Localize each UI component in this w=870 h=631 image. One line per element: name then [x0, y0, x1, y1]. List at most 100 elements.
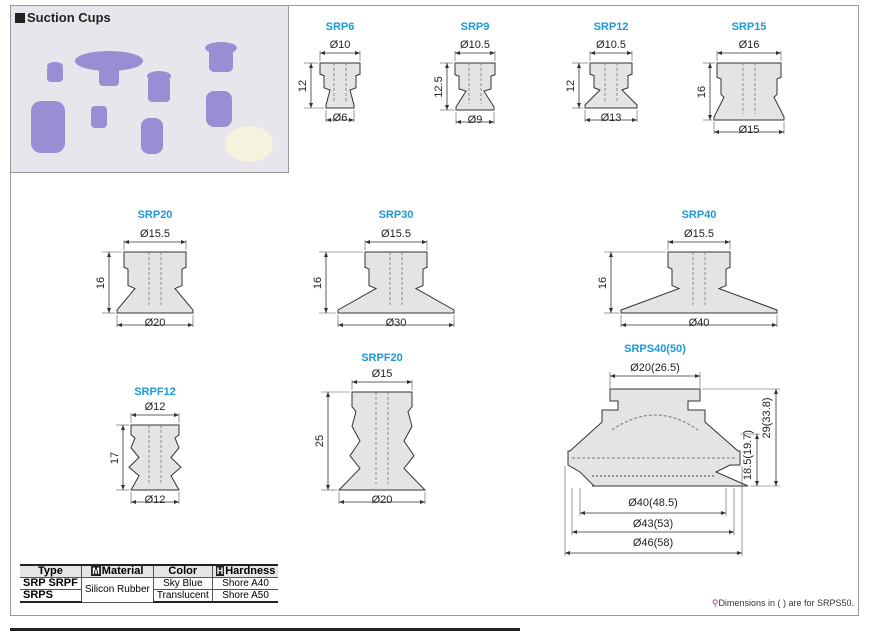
- height-dimension: 18.5(19.7): [742, 429, 754, 481]
- top-diameter: Ø20(26.5): [630, 362, 680, 374]
- height-dimension: 12: [565, 79, 577, 92]
- cup-body: [567, 388, 749, 487]
- arrow: [609, 252, 613, 257]
- height-dimension: 16: [312, 276, 324, 289]
- arrow: [320, 51, 325, 55]
- height-dimension: 12.5: [433, 75, 445, 98]
- bottom-diameter: Ø43(53): [632, 518, 674, 530]
- arrow: [107, 308, 111, 313]
- product-photo: Suction Cups: [10, 5, 289, 173]
- bottom-diameter: Ø15: [738, 124, 760, 136]
- cup-title: SRP6: [325, 21, 355, 33]
- cup-title: SRPF20: [361, 352, 403, 364]
- height-dimension: 17: [109, 451, 121, 464]
- arrow: [609, 308, 613, 313]
- arrow: [772, 323, 777, 327]
- arrow: [309, 63, 313, 68]
- top-diameter: Ø15.5: [381, 228, 411, 240]
- arrow: [121, 425, 125, 430]
- arrow: [490, 51, 495, 55]
- cell-material: Silicon Rubber: [81, 577, 154, 603]
- arrow: [572, 530, 577, 534]
- arrow: [326, 392, 330, 397]
- cell-hardness: Shore A50: [212, 589, 279, 603]
- cup-body: [713, 62, 785, 121]
- arrow: [107, 252, 111, 257]
- arrow: [565, 551, 570, 555]
- arrow: [627, 51, 632, 55]
- table-row: SRPS Translucent Shore A50: [20, 589, 279, 603]
- arrow: [174, 413, 179, 417]
- cup-title: SRP9: [460, 21, 490, 33]
- cup-title: SRP20: [137, 209, 173, 221]
- cup-body: [337, 251, 455, 314]
- arrow: [326, 485, 330, 490]
- cup-title: SRP12: [593, 21, 629, 33]
- table-row: SRP SRPF Silicon Rubber Sky Blue Shore A…: [20, 577, 279, 603]
- arrow: [309, 103, 313, 108]
- height-dimension: 29(33.8): [761, 397, 773, 439]
- cup-title: SRP40: [681, 209, 717, 221]
- arrow: [349, 118, 354, 122]
- cell-type: SRPS: [20, 589, 82, 603]
- arrow: [131, 500, 136, 504]
- height-dimension: 12: [297, 79, 309, 92]
- hidden-line: [611, 414, 699, 431]
- arrow: [489, 120, 494, 124]
- arrow: [776, 51, 781, 55]
- arrow: [585, 118, 590, 122]
- cell-color: Sky Blue: [153, 577, 213, 590]
- cell-type: SRP SRPF: [20, 577, 82, 590]
- arrow: [456, 120, 461, 124]
- arrow: [326, 118, 331, 122]
- arrow: [708, 115, 712, 120]
- arrow: [117, 323, 122, 327]
- cup-body: [337, 391, 427, 491]
- arrow: [737, 551, 742, 555]
- cup-body: [116, 251, 194, 314]
- arrow: [774, 389, 778, 394]
- arrow: [355, 51, 360, 55]
- cup-title: SRPF12: [134, 386, 176, 398]
- top-diameter: Ø16: [738, 39, 760, 51]
- arrow: [717, 51, 722, 55]
- bottom-diameter: Ø46(58): [632, 537, 674, 549]
- arrow: [714, 130, 719, 134]
- cell-color: Translucent: [153, 589, 213, 603]
- top-diameter: Ø10.5: [596, 39, 626, 51]
- bottom-diameter: Ø40: [688, 317, 710, 329]
- bottom-diameter: Ø12: [144, 494, 166, 506]
- cup-title: SRP15: [731, 21, 767, 33]
- cup-body: [620, 251, 778, 314]
- height-dimension: 16: [95, 276, 107, 289]
- bottom-diameter: Ø20: [144, 317, 166, 329]
- arrow: [445, 105, 449, 110]
- cup-body: [584, 62, 638, 109]
- cup-body: [128, 424, 182, 491]
- arrow: [365, 240, 370, 244]
- cup-body: [319, 62, 361, 109]
- arrow: [338, 323, 343, 327]
- arrow: [577, 63, 581, 68]
- arrow: [577, 103, 581, 108]
- arrow: [632, 118, 637, 122]
- arrow: [407, 380, 412, 384]
- arrow: [755, 434, 759, 439]
- arrow: [174, 500, 179, 504]
- arrow: [131, 413, 136, 417]
- arrow: [422, 240, 427, 244]
- arrow: [708, 63, 712, 68]
- section-title-text: Suction Cups: [27, 10, 111, 25]
- arrow: [729, 530, 734, 534]
- arrow: [621, 323, 626, 327]
- col-color: Color: [153, 564, 213, 578]
- suction-cups-photo: [31, 42, 273, 162]
- height-dimension: 16: [696, 85, 708, 98]
- drawing-frame: [10, 5, 859, 616]
- top-diameter: Ø10: [329, 39, 351, 51]
- divider: [10, 628, 520, 631]
- top-diameter: Ø15.5: [684, 228, 714, 240]
